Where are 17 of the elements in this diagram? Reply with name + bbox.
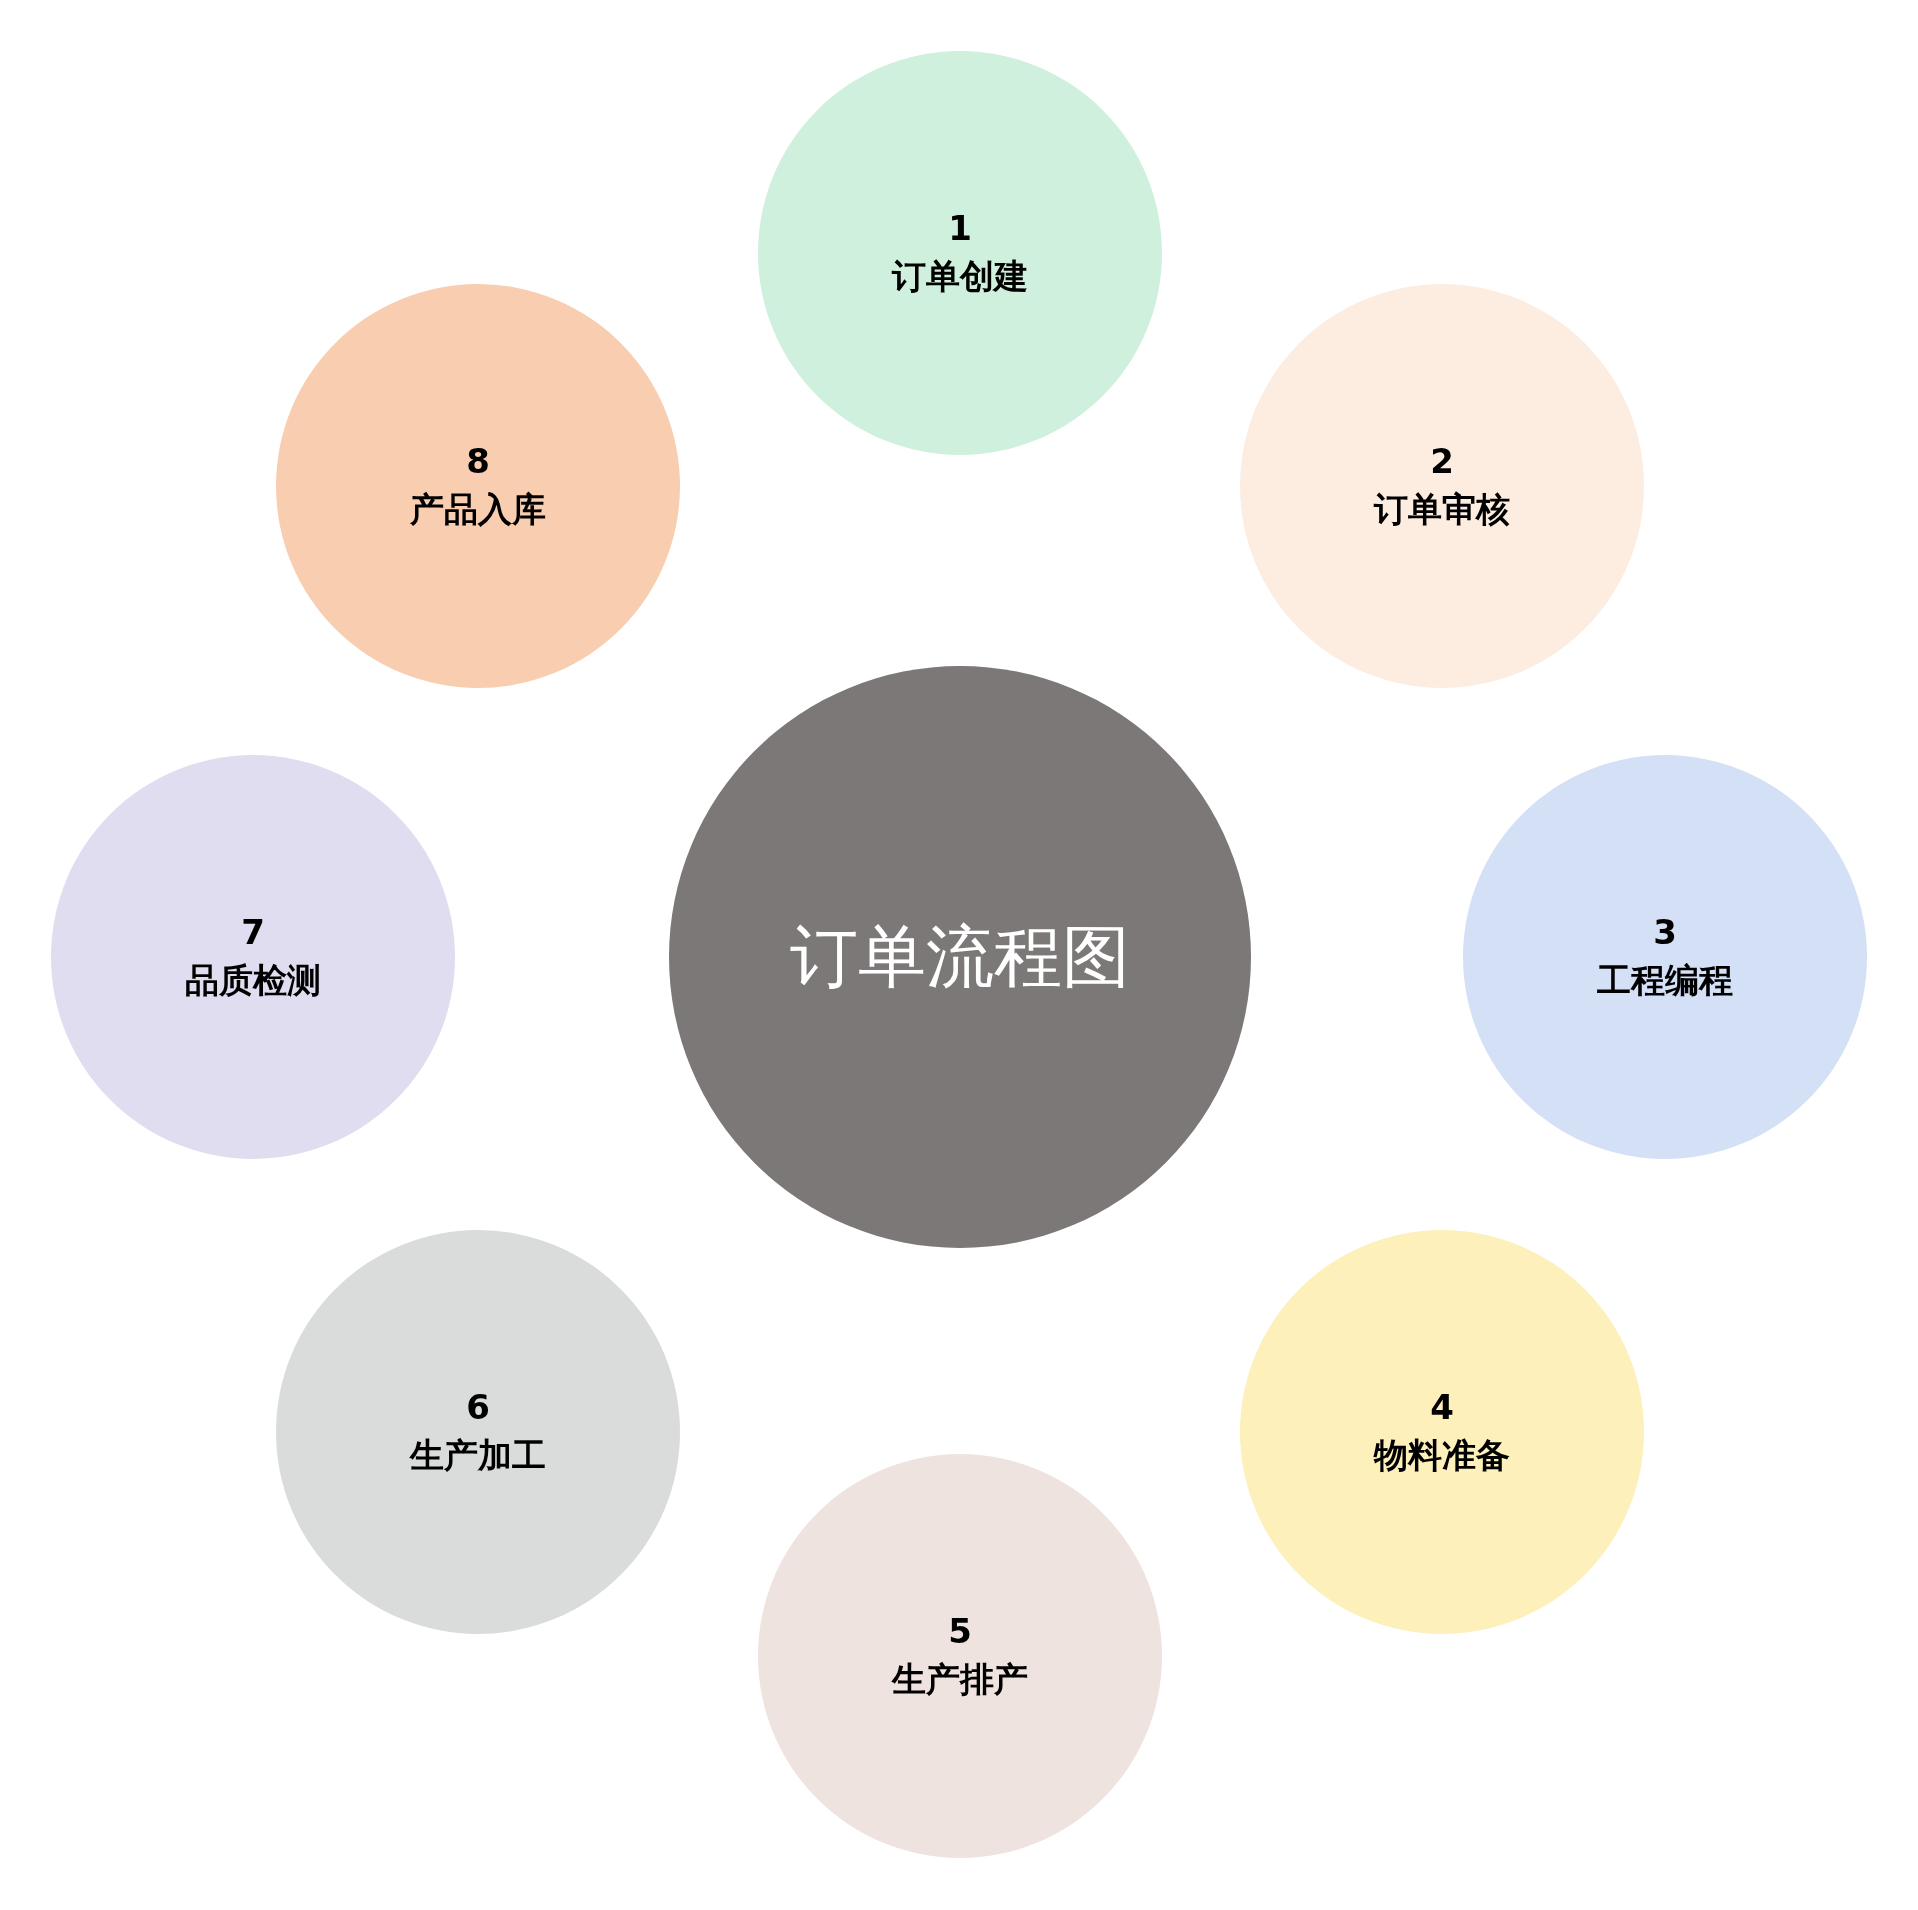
step-label: 生产加工 [410,1434,546,1477]
step-label: 订单审核 [1374,488,1510,531]
step-number: 7 [241,911,265,955]
step-label: 物料准备 [1374,1434,1510,1477]
step-number: 5 [948,1610,972,1654]
step-number: 2 [1430,440,1454,484]
step-number: 3 [1653,911,1677,955]
step-label: 工程编程 [1597,959,1733,1002]
step-number: 6 [466,1386,490,1430]
center-label: 订单流程图 [790,916,1130,999]
step-number: 8 [466,440,490,484]
step-number: 1 [948,207,972,251]
step-label: 生产排产 [892,1658,1028,1701]
step-label: 订单创建 [892,255,1028,298]
step-label: 品质检测 [185,959,321,1002]
step-number: 4 [1430,1386,1454,1430]
step-label: 产品入库 [410,488,546,531]
